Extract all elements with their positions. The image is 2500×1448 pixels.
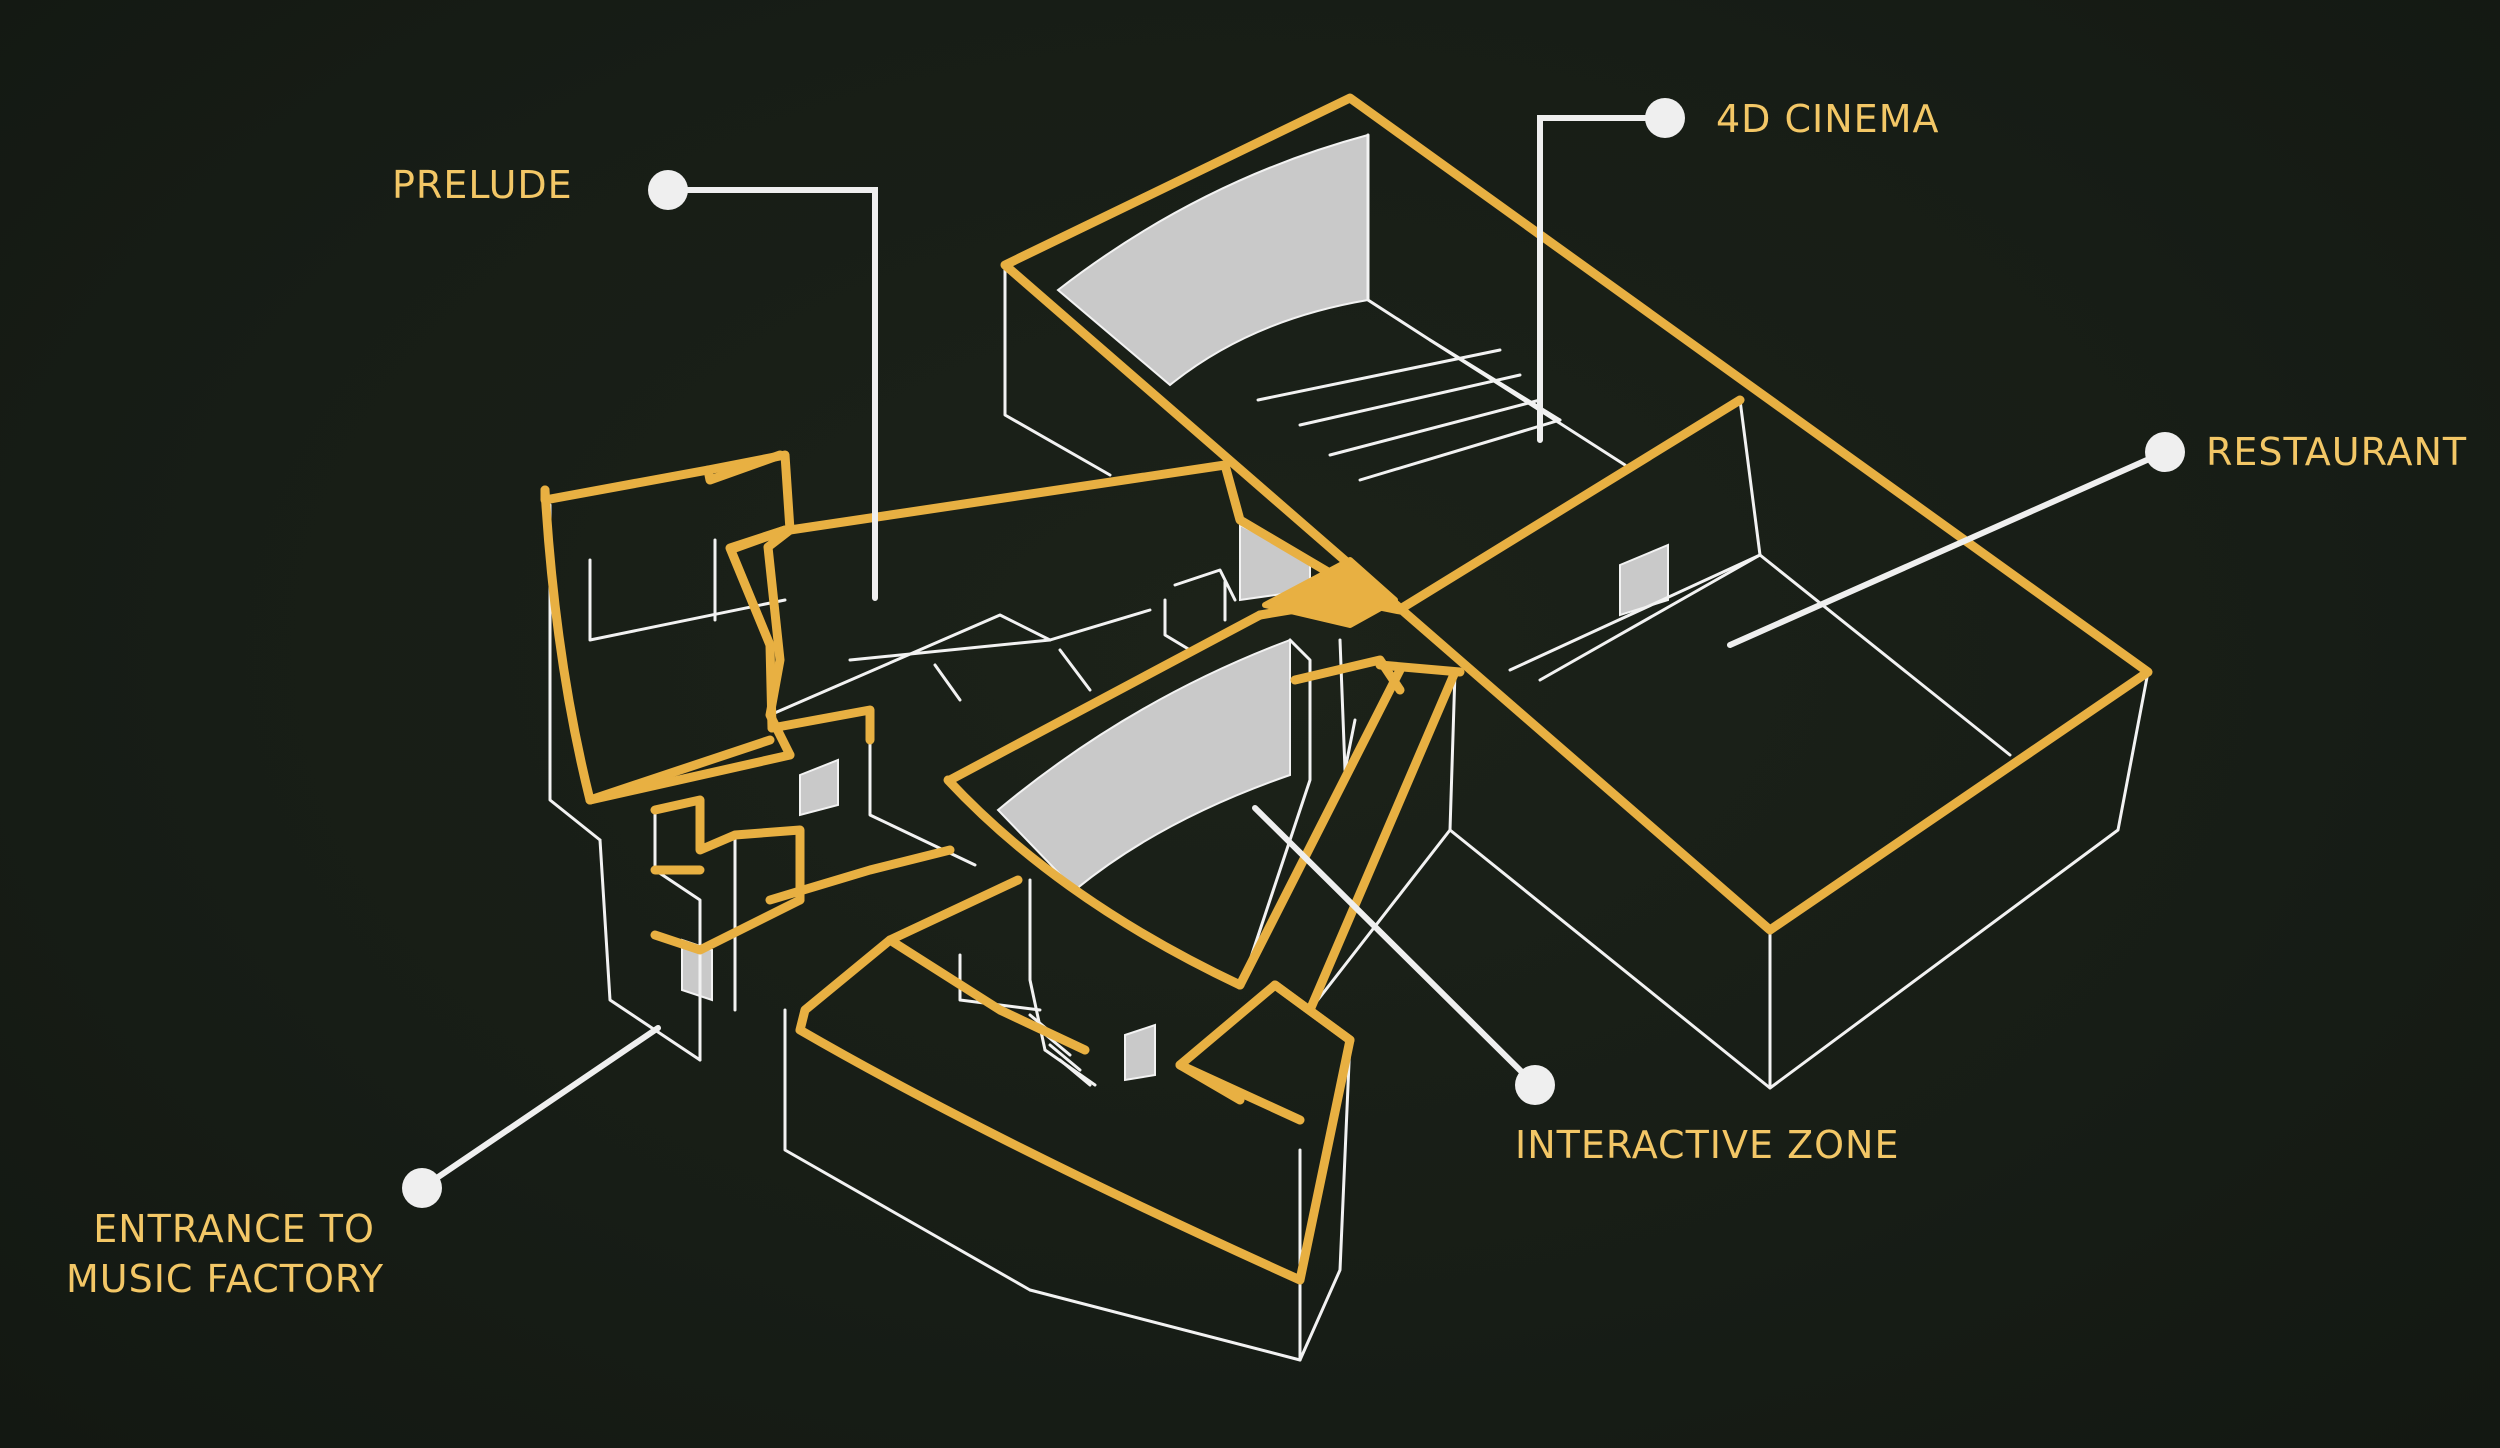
entrance-label-line2: MUSIC FACTORY (66, 1254, 384, 1304)
restaurant-label: RESTAURANT (2206, 427, 2467, 477)
entrance-label: ENTRANCE TO MUSIC FACTORY (66, 1204, 384, 1304)
prelude-label-text: PRELUDE (392, 160, 573, 210)
restaurant-dot (2145, 432, 2185, 472)
interactive-dot (1515, 1065, 1555, 1105)
entrance-dot (402, 1168, 442, 1208)
restaurant-label-text: RESTAURANT (2206, 427, 2467, 477)
west-door (800, 760, 838, 815)
screens (682, 135, 1668, 1080)
restaurant-leader (1730, 452, 2165, 645)
south-door (1125, 1025, 1155, 1080)
prelude-label: PRELUDE (392, 160, 573, 210)
cinema-4d-label-text: 4D CINEMA (1716, 94, 1939, 144)
west-curve (545, 490, 590, 800)
restaurant-door (1620, 545, 1668, 615)
interactive-leader (1255, 808, 1535, 1085)
prelude-dot (648, 170, 688, 210)
entrance-label-line1: ENTRANCE TO (66, 1204, 384, 1254)
entrance-leader (422, 1028, 658, 1188)
cinema-4d-label: 4D CINEMA (1716, 94, 1939, 144)
cinema-dot (1645, 98, 1685, 138)
prelude-outline (545, 455, 1350, 585)
interactive-zone-label-text: INTERACTIVE ZONE (1515, 1120, 1899, 1170)
interactive-zone-label: INTERACTIVE ZONE (1515, 1120, 1899, 1170)
